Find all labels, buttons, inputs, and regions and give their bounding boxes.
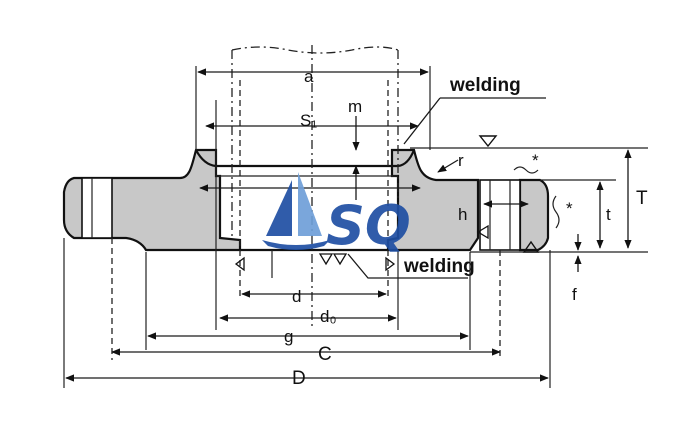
label-f: f [572,285,577,304]
dim-m: m [348,97,362,200]
label-asterisk-side: * [566,199,573,218]
bolt-hole-left [81,177,113,239]
dim-t: t [540,179,616,249]
flange-section [62,148,550,252]
label-C: C [318,344,332,365]
bolt-hole-right [479,179,521,251]
label-g: g [284,327,293,346]
flange-right-rim [518,178,550,252]
label-h: h [458,205,467,224]
label-r: r [458,151,464,170]
sq-logo: SQ [262,172,411,257]
label-welding-top: welding [449,75,521,96]
reference-top [410,135,648,149]
dim-T: T [624,149,648,249]
dim-C: C [111,238,501,365]
label-m: m [348,97,362,116]
dim-D: D [63,238,551,389]
dim-f: f [572,234,582,304]
logo-text: SQ [326,194,411,257]
logo-sail-icon [266,180,292,236]
callout-welding-top: welding [403,75,546,145]
dim-s1: S₁ [205,111,419,130]
dim-d: d [241,287,387,306]
label-d0: d₀ [320,307,337,326]
label-D: D [292,368,306,389]
dim-r: r [437,151,464,173]
label-T: T [636,188,648,209]
label-asterisk-top: * [532,151,539,170]
label-a: a [304,67,314,86]
dim-a: a [197,67,429,86]
label-d: d [292,287,301,306]
weld-symbols [234,250,396,278]
label-t: t [606,205,611,224]
label-welding-bottom: welding [403,256,475,277]
dim-d0: d₀ [219,307,397,326]
callout-welding-bottom: welding [347,253,475,279]
flange-right-ring [386,148,480,252]
symbol-asterisk: * * [513,151,573,229]
dim-g: g [145,252,471,350]
label-s1: S₁ [300,111,317,130]
dim-h: h [458,200,529,240]
